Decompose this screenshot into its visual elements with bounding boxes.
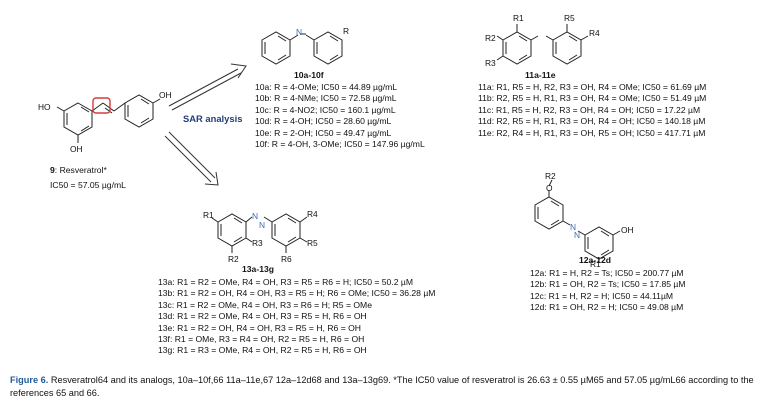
r3-atom-13: R3: [252, 238, 263, 248]
r1-atom-13: R1: [203, 210, 214, 220]
resveratrol-label: 9: Resveratrol*: [50, 165, 107, 175]
compound-10-row: 10a: R = 4-OMe; IC50 = 44.89 µg/mL: [255, 82, 398, 92]
compound-11-row: 11e: R2, R4 = H, R1, R3 = OH, R5 = OH; I…: [478, 127, 706, 138]
compound-10-structure: [261, 31, 343, 65]
r2-atom-13: R2: [228, 254, 239, 264]
compound-13-row: 13b: R1 = R2 = OH, R4 = OH, R3 = R5 = H;…: [158, 288, 436, 299]
oh-atom-12: OH: [621, 225, 634, 235]
caption-label: Figure 6.: [10, 375, 49, 385]
compound-13-row: 13f: R1 = OMe, R3 = R4 = OH, R2 = R5 = H…: [158, 334, 365, 345]
compound-10-row: 10f: R = 4-OH, 3-OMe; IC50 = 147.96 µg/m…: [255, 139, 425, 150]
compound-11-row: 11c: R1, R5 = H, R2, R3 = OH, R4 = OH; I…: [478, 104, 701, 115]
o-atom-12: O: [546, 183, 553, 193]
resveratrol-ic50: IC50 = 57.05 µg/mL: [50, 180, 126, 190]
compound-12-row: 12c: R1 = H, R2 = H; IC50 = 44.11µM: [530, 290, 674, 301]
compound-10-row: 10d: R = 4-OH; IC50 = 28.60 µg/mL: [255, 116, 392, 127]
resveratrol-atom-oh-right: OH: [159, 90, 172, 100]
compound-11-row: 11b: R2, R5 = H, R1, R3 = OH, R4 = OMe; …: [478, 93, 707, 104]
compound-12-header: 12a-12d: [579, 255, 612, 265]
compound-10-row: 10b: R = 4-NMe; IC50 = 72.58 µg/mL: [255, 93, 397, 104]
compound-12-row: 12d: R1 = OH, R2 = H; IC50 = 49.08 µM: [530, 302, 684, 313]
azo-n-10: N: [296, 27, 303, 37]
resveratrol-atom-oh-bottom: OH: [70, 144, 83, 154]
compound-11-list: 11a: R1, R5 = H, R2, R3 = OH, R4 = OMe; …: [478, 82, 706, 139]
azo-n2-13: N: [259, 220, 266, 230]
sar-analysis-label: SAR analysis: [183, 113, 243, 124]
r1-atom-11: R1: [513, 13, 524, 23]
r6-atom-13: R6: [281, 254, 292, 264]
r4-atom-11: R4: [589, 28, 600, 38]
compound-13-list: 13a: R1 = R2 = OMe, R4 = OH, R3 = R5 = R…: [158, 277, 435, 357]
compound-11-header: 11a-11e: [525, 70, 556, 80]
compound-13-row: 13d: R1 = R2 = OMe, R4 = OH, R3 = R5 = H…: [158, 311, 367, 322]
compound-11-row: 11d: R2, R5 = H, R1, R3 = OH, R4 = OH; I…: [478, 116, 706, 127]
r3-atom-11: R3: [485, 58, 496, 68]
compound-10-row: 10e: R = 2-OH; IC50 = 49.47 µg/mL: [255, 127, 392, 138]
r2-atom-11: R2: [485, 33, 496, 43]
compound-13-row: 13c: R1 = R2 = OMe, R4 = OH, R3 = R6 = H…: [158, 299, 372, 310]
r4-atom-13: R4: [307, 209, 318, 219]
resveratrol-number: 9: [50, 165, 55, 175]
double-bond-highlight: [92, 97, 111, 114]
compound-13-row: 13g: R1 = R3 = OMe, R4 = OH, R2 = R5 = H…: [158, 345, 367, 356]
resveratrol-structure: [56, 94, 161, 143]
r5-atom-11: R5: [564, 13, 575, 23]
compound-13-structure: [211, 213, 308, 253]
azo-n2-12: N: [574, 230, 581, 240]
compound-10-row: 10c: R = 4-NO2; IC50 = 160.1 µg/mL: [255, 104, 396, 115]
sar-arrows: [164, 63, 247, 186]
r5-atom-13: R5: [307, 238, 318, 248]
r-substituent-10: R: [343, 26, 350, 36]
azo-n1-12: N: [570, 222, 577, 232]
compound-13-row: 13a: R1 = R2 = OMe, R4 = OH, R3 = R5 = R…: [158, 277, 414, 287]
resveratrol-atom-ho: HO: [38, 102, 51, 112]
compound-11-structure: [496, 24, 589, 65]
compound-12-list: 12a: R1 = H, R2 = Ts; IC50 = 200.77 µM 1…: [530, 268, 686, 314]
azo-n1-13: N: [252, 211, 259, 221]
compound-11-row: 11a: R1, R5 = H, R2, R3 = OH, R4 = OMe; …: [478, 82, 707, 92]
compound-10-header: 10a-10f: [294, 70, 324, 80]
compound-12-structure: [534, 179, 621, 263]
compound-12-row: 12a: R1 = H, R2 = Ts; IC50 = 200.77 µM: [530, 268, 684, 278]
figure-caption: Figure 6. Resveratrol64 and its analogs,…: [10, 374, 758, 400]
compound-12-row: 12b: R1 = OH, R2 = Ts; IC50 = 17.85 µM: [530, 279, 686, 290]
r2-atom-12: R2: [545, 171, 556, 181]
resveratrol-name: Resveratrol*: [59, 165, 107, 175]
compound-13-header: 13a-13g: [242, 264, 275, 274]
r1-atom-12: R1: [590, 259, 601, 269]
caption-text: Resveratrol64 and its analogs, 10a–10f,6…: [10, 375, 754, 398]
compound-13-row: 13e: R1 = R2 = OH, R4 = OH, R3 = R5 = H,…: [158, 322, 361, 333]
compound-10-list: 10a: R = 4-OMe; IC50 = 44.89 µg/mL 10b: …: [255, 82, 425, 150]
